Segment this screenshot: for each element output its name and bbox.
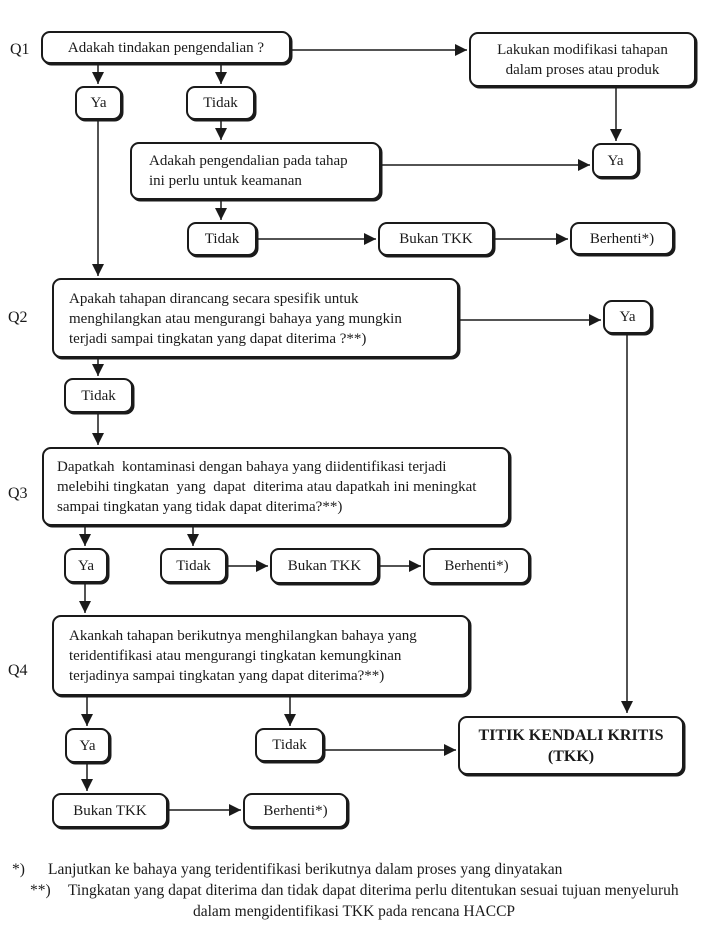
bukan-tkk-box-1: Bukan TKK — [378, 222, 494, 256]
q3-question-box: Dapatkah kontaminasi dengan bahaya yang … — [42, 447, 510, 526]
q1-label: Q1 — [10, 41, 30, 58]
footnote-2-marker: **) — [30, 882, 51, 899]
bukan-tkk-box-2: Bukan TKK — [270, 548, 379, 584]
tidak-box-2: Tidak — [187, 222, 257, 256]
footnote-1-text: Lanjutkan ke bahaya yang teridentifikasi… — [48, 861, 563, 878]
tidak-box-q4: Tidak — [255, 728, 324, 762]
tkk-box: TITIK KENDALI KRITIS (TKK) — [458, 716, 684, 775]
berhenti-box-3: Berhenti*) — [243, 793, 348, 828]
ya-box-q2: Ya — [603, 300, 652, 334]
bukan-tkk-box-3: Bukan TKK — [52, 793, 168, 828]
modify-step-box: Lakukan modifikasi tahapan dalam proses … — [469, 32, 696, 87]
ya-box-top-right: Ya — [592, 143, 639, 178]
q2-question-box: Apakah tahapan dirancang secara spesifik… — [52, 278, 459, 358]
q3-label: Q3 — [8, 485, 28, 502]
ya-box-q3: Ya — [64, 548, 108, 583]
q4-question-box: Akankah tahapan berikutnya menghilangkan… — [52, 615, 470, 696]
footnote-3-text: dalam mengidentifikasi TKK pada rencana … — [192, 903, 516, 920]
q2-label: Q2 — [8, 309, 28, 326]
ya-box-q4: Ya — [65, 728, 110, 763]
tidak-box-q3: Tidak — [160, 548, 227, 583]
berhenti-box-2: Berhenti*) — [423, 548, 530, 584]
berhenti-box-1: Berhenti*) — [570, 222, 674, 255]
tidak-box-q1: Tidak — [186, 86, 255, 120]
q1-question-box: Adakah tindakan pengendalian ? — [41, 31, 291, 64]
ya-box-q1: Ya — [75, 86, 122, 120]
control-needed-box: Adakah pengendalian pada tahap ini perlu… — [130, 142, 381, 200]
tidak-box-q2: Tidak — [64, 378, 133, 413]
footnote-2-text: Tingkatan yang dapat diterima dan tidak … — [68, 882, 679, 899]
footnote-1-marker: *) — [12, 861, 25, 878]
q4-label: Q4 — [8, 662, 28, 679]
